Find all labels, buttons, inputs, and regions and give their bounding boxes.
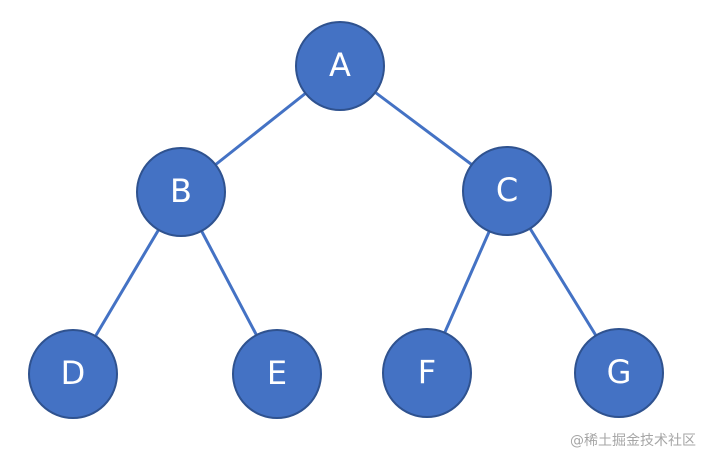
node-label-c: C bbox=[496, 171, 518, 209]
tree-node-e: E bbox=[232, 329, 322, 419]
tree-node-g: G bbox=[574, 328, 664, 418]
node-label-e: E bbox=[267, 354, 287, 392]
node-label-b: B bbox=[170, 172, 192, 210]
node-circle-g bbox=[574, 328, 664, 418]
node-circle-f bbox=[382, 328, 472, 418]
node-circle-c bbox=[462, 146, 552, 236]
tree-node-c: C bbox=[462, 146, 552, 236]
node-label-a: A bbox=[329, 46, 351, 84]
tree-node-a: A bbox=[295, 21, 385, 111]
tree-node-b: B bbox=[136, 147, 226, 237]
node-label-f: F bbox=[418, 353, 436, 391]
node-label-g: G bbox=[607, 353, 632, 391]
tree-node-f: F bbox=[382, 328, 472, 418]
node-circle-b bbox=[136, 147, 226, 237]
node-circle-e bbox=[232, 329, 322, 419]
watermark-text: @稀土掘金技术社区 bbox=[570, 433, 696, 449]
tree-node-d: D bbox=[28, 329, 118, 419]
node-circle-d bbox=[28, 329, 118, 419]
node-label-d: D bbox=[61, 354, 86, 392]
node-circle-a bbox=[295, 21, 385, 111]
